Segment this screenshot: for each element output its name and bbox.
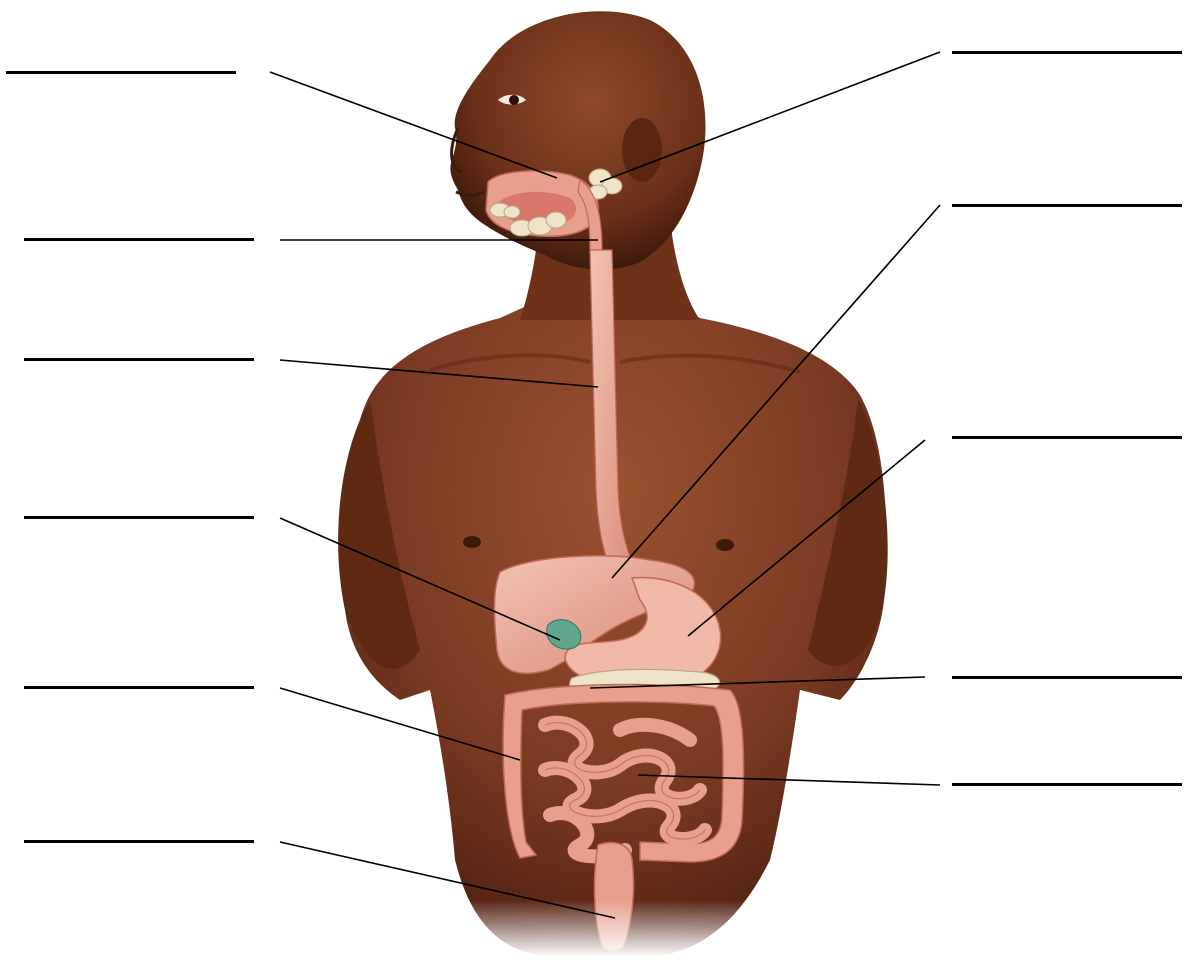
label-blank-small-intestine[interactable] (952, 783, 1182, 786)
label-blank-rectum[interactable] (24, 840, 254, 843)
label-blank-salivary-glands[interactable] (6, 71, 236, 74)
ear (622, 118, 662, 182)
label-blank-parotid-gland[interactable] (952, 51, 1182, 54)
label-blank-stomach[interactable] (952, 436, 1182, 439)
label-blank-large-intestine[interactable] (24, 686, 254, 689)
label-blank-esophagus[interactable] (24, 358, 254, 361)
label-blank-pancreas[interactable] (952, 676, 1182, 679)
label-blank-pharynx[interactable] (24, 238, 254, 241)
right-nipple (716, 539, 734, 551)
left-nipple (463, 536, 481, 548)
label-blank-gallbladder[interactable] (24, 516, 254, 519)
label-blank-liver[interactable] (952, 204, 1182, 207)
